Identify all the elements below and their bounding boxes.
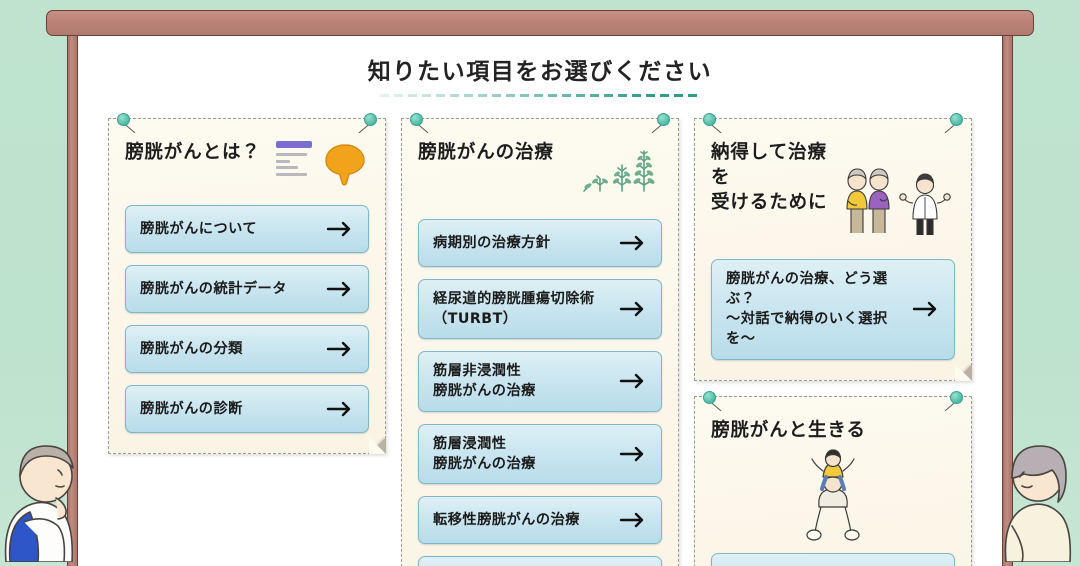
arrow-right-icon [912,299,940,319]
card-title: 膀胱がんと生きる [711,419,866,441]
standing-person-illustration [994,426,1080,566]
page-header: 知りたい項目をお選びください [78,58,1002,97]
button-label: 筋層浸潤性 膀胱がんの治療 [433,435,536,472]
button-list: FAQ（よくある質問） [711,553,955,566]
button-list: 膀胱がんの治療、どう選ぶ？ 〜対話で納得のいく選択を〜 [711,259,955,360]
arrow-right-icon [619,371,647,391]
document-icon [276,141,316,179]
pushpin-icon-left [703,113,716,126]
nav-button-nmibc[interactable]: 筋層非浸潤性 膀胱がんの治療 [418,351,662,412]
pin-needle-left [417,124,429,134]
patients-and-doctor-illustration [837,157,955,243]
column-support: 納得して治療を 受けるために [694,113,972,566]
pushpin-icon-left [117,113,130,126]
frame-post-left [67,30,78,566]
arrow-right-icon [326,279,354,299]
card-title: 納得して治療を 受けるために [711,142,828,213]
button-label: 膀胱がんについて [140,220,258,237]
column-about: 膀胱がんとは？ [108,113,386,566]
nav-button-metastatic[interactable]: 転移性膀胱がんの治療 [418,495,662,544]
button-list: 病期別の治療方針 経尿道的膀胱腫瘍切除術 （TURBT） 筋層非浸潤性 膀胱がん… [418,219,662,566]
bladder-icon [325,144,365,186]
card-header: 膀胱がんとは？ [125,141,369,189]
arrow-right-icon [326,399,354,419]
card-header: 膀胱がんと生きる [711,419,955,444]
card-living-with-bladder-cancer: 膀胱がんと生きる [694,390,972,566]
card-informed-treatment: 納得して治療を 受けるために [694,113,972,381]
button-label: 膀胱がんの診断 [140,400,243,417]
bladder-and-document-icon [276,141,369,189]
nav-button-mibc[interactable]: 筋層浸潤性 膀胱がんの治療 [418,423,662,484]
nav-button-classification[interactable]: 膀胱がんの分類 [125,325,369,373]
arrow-right-icon [619,444,647,464]
arrow-right-icon [619,510,647,530]
button-label: 膀胱がんの治療、どう選ぶ？ 〜対話で納得のいく選択を〜 [726,271,888,348]
nav-button-drug-therapy[interactable]: 薬物療法： 薬剤のはたらきと副作用 [418,555,662,566]
arrow-right-icon [326,339,354,359]
pushpin-icon-right [950,113,963,126]
button-label: 転移性膀胱がんの治療 [433,511,580,528]
card-title: 膀胱がんの治療 [418,142,554,163]
card-title: 膀胱がんとは？ [125,142,261,163]
column-treatment: 膀胱がんの治療 [401,113,679,566]
arrow-right-icon [619,299,647,319]
card-bladder-cancer-treatment: 膀胱がんの治療 [401,113,679,566]
pushpin-icon-left [703,390,716,404]
nav-button-choose-treatment[interactable]: 膀胱がんの治療、どう選ぶ？ 〜対話で納得のいく選択を〜 [711,259,955,360]
button-label: 病期別の治療方針 [433,234,551,251]
nav-button-stage-policy[interactable]: 病期別の治療方針 [418,219,662,267]
nav-button-faq[interactable]: FAQ（よくある質問） [711,553,955,566]
plant-sprouts-icon [576,141,662,203]
card-header: 納得して治療を 受けるために [711,141,955,243]
card-about-bladder-cancer: 膀胱がんとは？ [108,113,386,454]
title-underline-rule [380,93,700,97]
frame-post-right [1002,30,1013,566]
page-title: 知りたい項目をお選びください [367,59,713,85]
pushpin-icon-right [657,113,670,126]
pushpin-icon-right [950,390,963,404]
card-header: 膀胱がんの治療 [418,141,662,203]
pin-needle-left [124,124,136,134]
nav-button-statistics[interactable]: 膀胱がんの統計データ [125,265,369,313]
button-list: 膀胱がんについて 膀胱がんの統計データ 膀胱がんの分類 [125,205,369,433]
nav-button-about[interactable]: 膀胱がんについて [125,205,369,253]
nav-button-diagnosis[interactable]: 膀胱がんの診断 [125,385,369,433]
arrow-right-icon [326,219,354,239]
button-label: 経尿道的膀胱腫瘍切除術 （TURBT） [433,291,595,328]
pushpin-icon-right [364,113,377,126]
nav-button-turbt[interactable]: 経尿道的膀胱腫瘍切除術 （TURBT） [418,279,662,340]
parent-and-child-illustration [711,449,955,545]
pin-needle-left [710,124,722,134]
category-columns: 膀胱がんとは？ [108,113,976,566]
button-label: 膀胱がんの統計データ [140,280,287,297]
button-label: 筋層非浸潤性 膀胱がんの治療 [433,363,536,400]
thinking-person-illustration [0,426,100,566]
pushpin-icon-left [410,113,423,126]
frame-top-bar [46,10,1034,36]
arrow-right-icon [619,233,647,253]
button-label: 膀胱がんの分類 [140,340,243,357]
